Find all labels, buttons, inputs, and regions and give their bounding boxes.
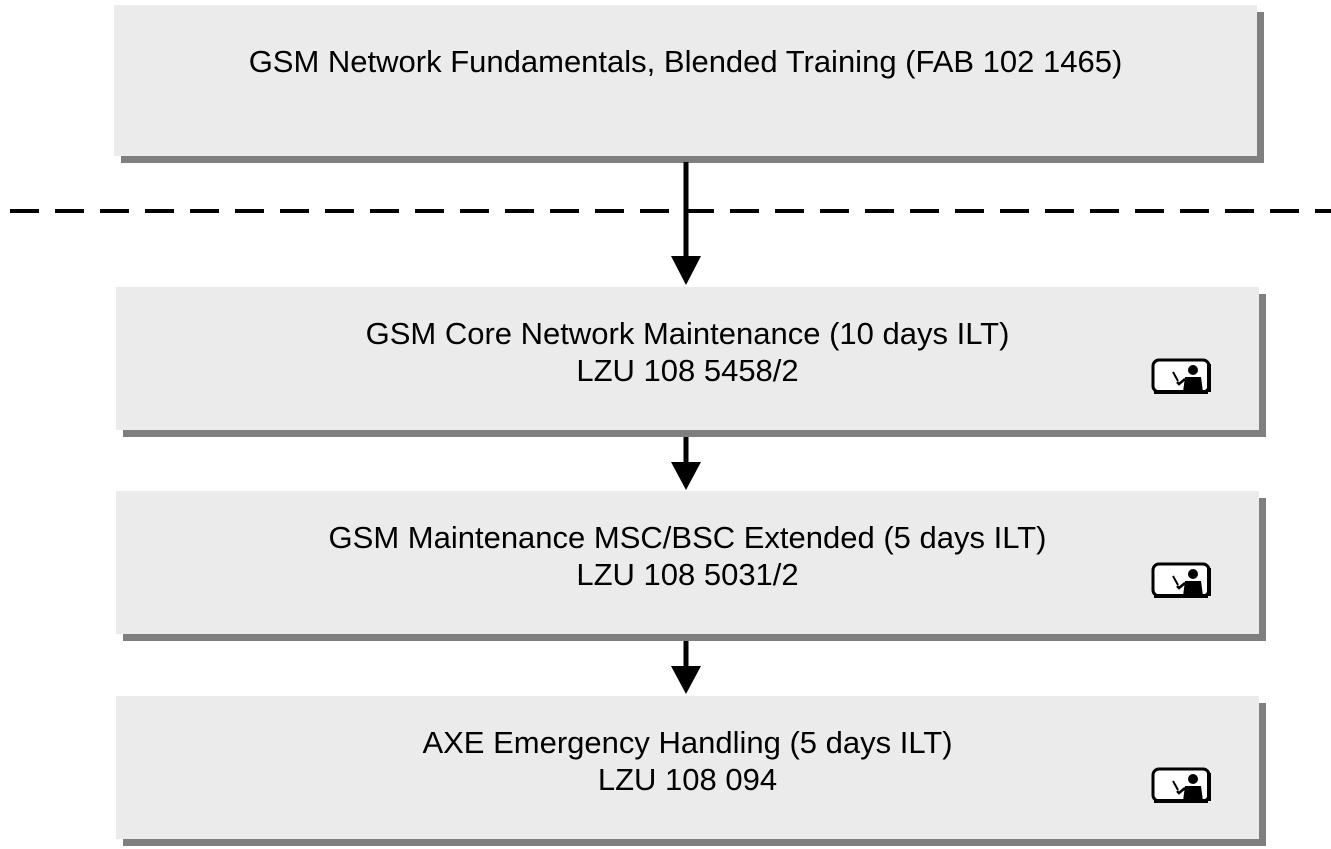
course-title: GSM Maintenance MSC/BSC Extended (5 days… bbox=[328, 520, 1047, 555]
instructor-led-training-icon bbox=[1151, 562, 1211, 598]
course-text: GSM Maintenance MSC/BSC Extended (5 days… bbox=[116, 519, 1259, 593]
course-title: AXE Emergency Handling (5 days ILT) bbox=[422, 725, 953, 760]
course-code: LZU 108 094 bbox=[597, 762, 778, 797]
arrowhead-2 bbox=[671, 462, 701, 490]
course-code: LZU 108 5031/2 bbox=[576, 557, 799, 592]
prerequisite-box: GSM Network Fundamentals, Blended Traini… bbox=[114, 5, 1257, 156]
prerequisite-title: GSM Network Fundamentals, Blended Traini… bbox=[248, 44, 1123, 79]
course-title: GSM Core Network Maintenance (10 days IL… bbox=[365, 316, 1010, 351]
arrowhead-1 bbox=[671, 256, 701, 285]
course-code: LZU 108 5458/2 bbox=[576, 353, 799, 388]
arrowhead-3 bbox=[671, 666, 701, 694]
course-text: GSM Core Network Maintenance (10 days IL… bbox=[116, 315, 1259, 389]
course-box-axe-emergency-handling: AXE Emergency Handling (5 days ILT) LZU … bbox=[116, 696, 1259, 839]
course-text: AXE Emergency Handling (5 days ILT) LZU … bbox=[116, 724, 1259, 798]
instructor-led-training-icon bbox=[1151, 767, 1211, 803]
course-box-core-network-maintenance: GSM Core Network Maintenance (10 days IL… bbox=[116, 287, 1259, 430]
course-box-maintenance-msc-bsc-extended: GSM Maintenance MSC/BSC Extended (5 days… bbox=[116, 491, 1259, 634]
instructor-led-training-icon bbox=[1151, 358, 1211, 394]
